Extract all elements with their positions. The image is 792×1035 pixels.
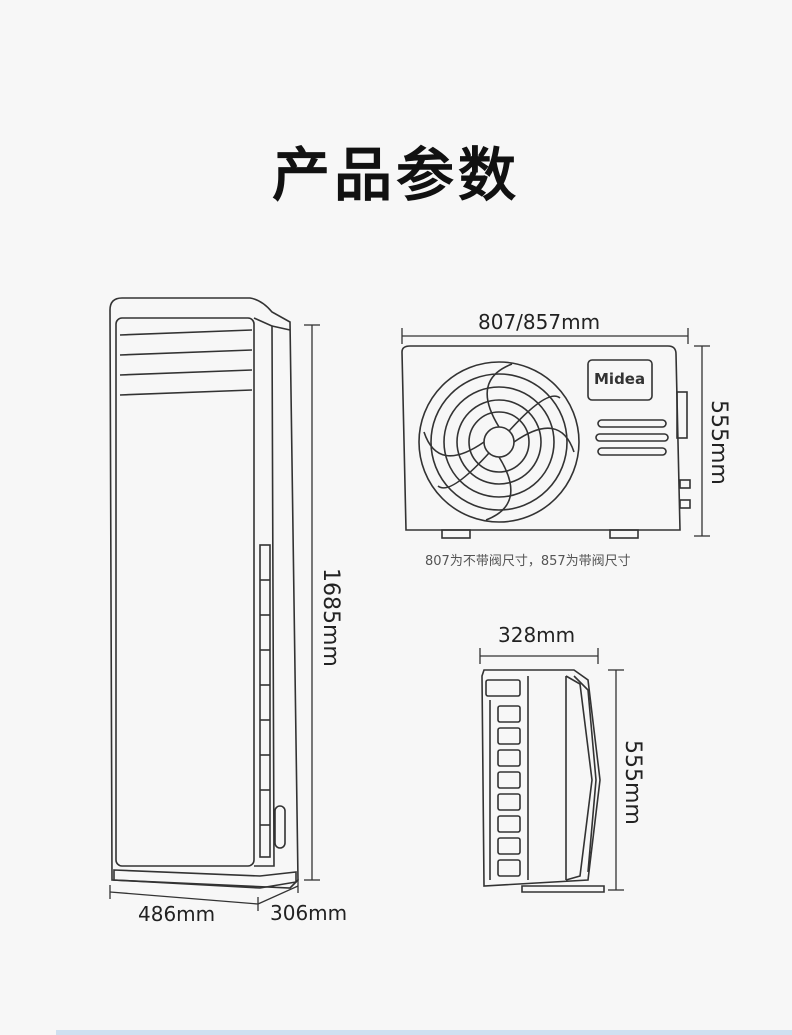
indoor-height-label: 1685mm [318, 568, 343, 667]
outdoor-unit-side-drawing [481, 669, 605, 893]
midea-logo: Midea [594, 370, 646, 388]
valve-size-note: 807为不带阀尺寸，857为带阀尺寸 [425, 554, 631, 569]
outdoor-unit-front-drawing [401, 345, 691, 539]
indoor-depth-dimension [257, 879, 299, 905]
outdoor-side-height-label: 555mm [620, 740, 645, 825]
footer-divider [56, 1030, 792, 1035]
outdoor-height-dimension [694, 345, 710, 537]
page-title: 产品参数 [271, 141, 520, 209]
outdoor-depth-label: 328mm [498, 623, 576, 647]
outdoor-height-label: 555mm [706, 400, 731, 485]
outdoor-width-dimension [401, 328, 689, 344]
outdoor-width-label: 807/857mm [478, 310, 601, 334]
indoor-depth-label: 306mm [270, 901, 348, 925]
indoor-width-label: 486mm [138, 902, 216, 926]
indoor-unit-drawing [109, 297, 299, 889]
indoor-height-dimension [304, 324, 320, 881]
outdoor-depth-dimension [479, 648, 599, 664]
outdoor-side-height-dimension [608, 669, 624, 891]
